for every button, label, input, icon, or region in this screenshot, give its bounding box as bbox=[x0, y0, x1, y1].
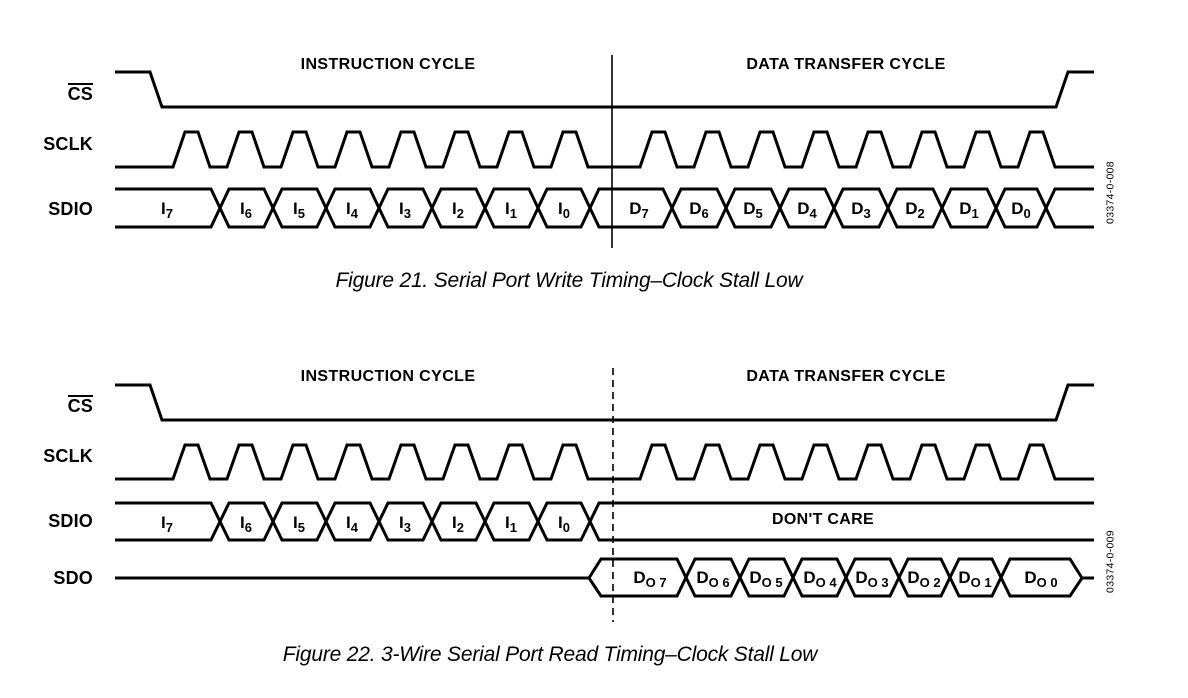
bit-label: D0 bbox=[1011, 199, 1031, 221]
bit-label: DO 7 bbox=[633, 568, 666, 590]
fig21-sclk-signal-label: SCLK bbox=[43, 134, 93, 154]
fig22-cs-overline-text: CS bbox=[67, 395, 93, 416]
bit-label: I5 bbox=[293, 199, 305, 221]
fig21-cs-signal-label: CS bbox=[27, 83, 93, 104]
fig21-cs-waveform bbox=[115, 70, 1094, 109]
bit-label: I0 bbox=[558, 199, 570, 221]
bit-label: I7 bbox=[161, 199, 173, 221]
fig21-data-transfer-cycle-header: DATA TRANSFER CYCLE bbox=[746, 56, 946, 73]
fig22-sdio-bus-top bbox=[115, 501, 1094, 542]
bit-label: D7 bbox=[629, 199, 649, 221]
fig21-cs-overline-text: CS bbox=[67, 83, 93, 104]
bit-label: I6 bbox=[240, 513, 252, 535]
bit-label: DO 4 bbox=[803, 568, 837, 590]
bit-label: DO 5 bbox=[749, 568, 782, 590]
fig21-caption: Figure 21. Serial Port Write Timing–Cloc… bbox=[335, 269, 803, 292]
fig22-sdio-signal-label: SDIO bbox=[48, 511, 93, 531]
fig21-sdio-signal-label: SDIO bbox=[48, 199, 93, 219]
bit-label: I2 bbox=[452, 199, 464, 221]
fig22-sclk-signal-label: SCLK bbox=[43, 446, 93, 466]
bit-label: DO 3 bbox=[855, 568, 888, 590]
bit-label: D3 bbox=[851, 199, 871, 221]
bit-label: D2 bbox=[905, 199, 925, 221]
fig22-instruction-cycle-header: INSTRUCTION CYCLE bbox=[300, 368, 476, 385]
bit-label: I2 bbox=[452, 513, 464, 535]
bit-label: I4 bbox=[346, 513, 359, 535]
bit-label: I4 bbox=[346, 199, 359, 221]
fig22-sdo-signal-label: SDO bbox=[53, 568, 93, 588]
fig22-sdo-bus-bottom bbox=[587, 557, 1084, 598]
bit-label: I1 bbox=[505, 513, 517, 535]
fig22-sdio-bus-bottom bbox=[115, 501, 1094, 542]
fig22-dont-care-label: DON'T CARE bbox=[772, 511, 874, 528]
fig21-instruction-cycle-header: INSTRUCTION CYCLE bbox=[300, 56, 476, 73]
bit-label: I0 bbox=[558, 513, 570, 535]
bit-label: DO 2 bbox=[907, 568, 940, 590]
bit-label: DO 6 bbox=[696, 568, 729, 590]
fig22-caption: Figure 22. 3-Wire Serial Port Read Timin… bbox=[282, 643, 818, 666]
bit-label: I7 bbox=[161, 513, 173, 535]
fig21-sclk-waveform bbox=[115, 130, 1094, 169]
bit-label: I5 bbox=[293, 513, 305, 535]
fig22-data-transfer-cycle-header: DATA TRANSFER CYCLE bbox=[746, 368, 946, 385]
fig22-cs-signal-label: CS bbox=[27, 395, 93, 416]
fig21-side-code: 03374-0-008 bbox=[1104, 161, 1117, 224]
fig22-cs-waveform bbox=[115, 383, 1094, 422]
bit-label: D4 bbox=[797, 199, 817, 221]
bit-label: DO 0 bbox=[1024, 568, 1057, 590]
fig22-side-code: 03374-0-009 bbox=[1104, 530, 1117, 593]
bit-label: D1 bbox=[959, 199, 979, 221]
bit-label: I1 bbox=[505, 199, 517, 221]
bit-label: I6 bbox=[240, 199, 252, 221]
bit-label: D6 bbox=[689, 199, 709, 221]
bit-label: I3 bbox=[399, 199, 411, 221]
bit-label: DO 1 bbox=[958, 568, 991, 590]
fig21-sdio-bus-bottom bbox=[115, 187, 1094, 229]
bit-label: I3 bbox=[399, 513, 411, 535]
bit-label: D5 bbox=[743, 199, 763, 221]
fig22-sclk-waveform bbox=[115, 443, 1094, 481]
